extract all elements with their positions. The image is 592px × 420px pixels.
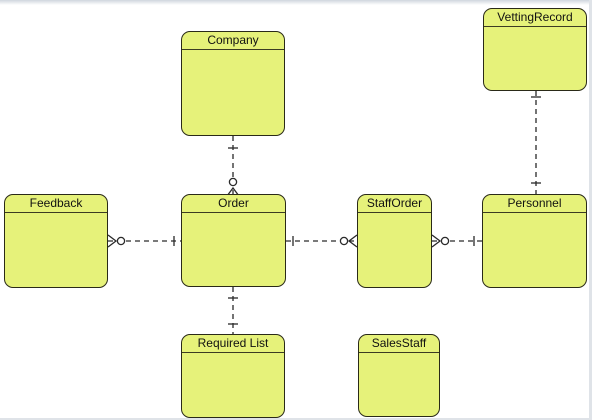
entity-title: Personnel [483,195,586,213]
crowfoot-marker [347,234,358,248]
relationship-order-stafforder[interactable] [286,234,358,248]
entity-company[interactable]: Company [181,31,285,136]
entity-title: Required List [182,335,284,353]
crowfoot-marker [431,234,442,248]
entity-title: Order [182,195,285,213]
entity-title: Company [182,32,284,50]
entity-title: SalesStaff [359,335,439,353]
relationship-feedback-order[interactable] [107,234,181,248]
zero-circle-marker [440,236,450,246]
crowfoot-marker [107,234,118,248]
entity-title: StaffOrder [358,195,431,213]
entity-title: VettingRecord [484,9,586,27]
entity-salesstaff[interactable]: SalesStaff [358,334,440,417]
entity-stafforder[interactable]: StaffOrder [357,194,432,288]
crowfoot-marker [226,186,240,197]
zero-circle-marker [339,236,349,246]
entity-personnel[interactable]: Personnel [482,194,587,288]
zero-circle-marker [116,236,126,246]
relationship-stafforder-personnel[interactable] [431,234,482,248]
zero-circle-marker [228,177,238,187]
relationship-order-requiredlist[interactable] [228,287,238,334]
relationship-company-order[interactable] [226,136,240,197]
entity-title: Feedback [5,195,107,213]
entity-order[interactable]: Order [181,194,286,287]
entity-feedback[interactable]: Feedback [4,194,108,288]
entity-vettingrecord[interactable]: VettingRecord [483,8,587,91]
relationship-vettingrecord-personnel[interactable] [531,91,541,195]
entity-required-list[interactable]: Required List [181,334,285,418]
window-right-edge [589,0,592,420]
window-bottom-edge [0,418,592,420]
window-top-edge [0,0,592,5]
